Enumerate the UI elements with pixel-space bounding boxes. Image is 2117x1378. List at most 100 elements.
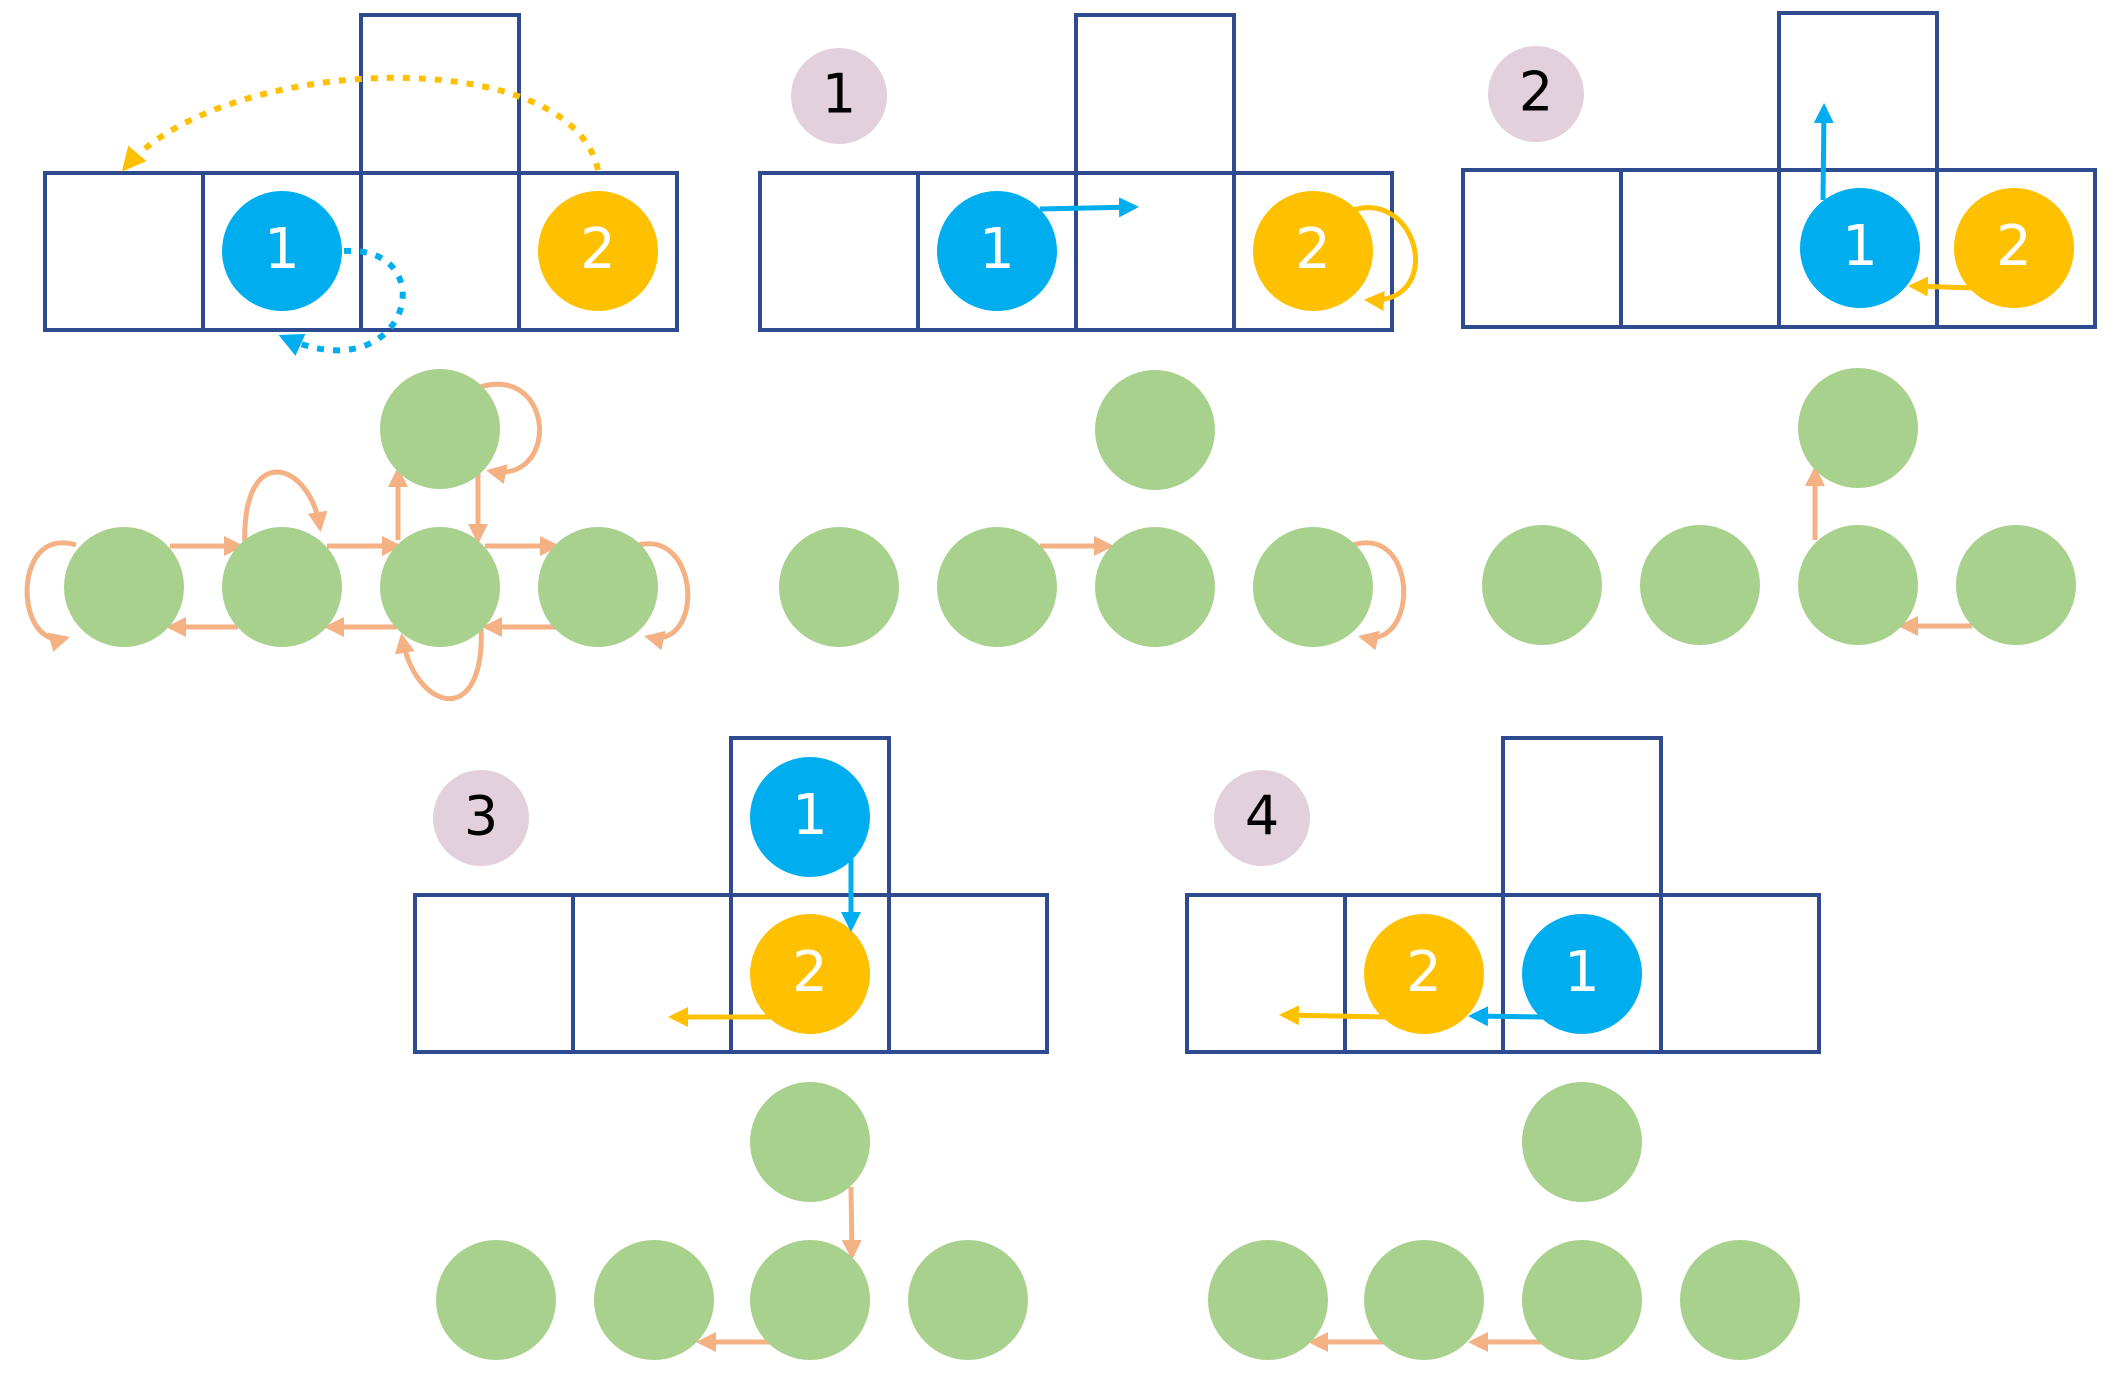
graph-node — [380, 527, 500, 647]
graph-node — [1798, 368, 1918, 488]
step-badge: 3 — [433, 770, 529, 866]
state-graph — [779, 370, 1407, 651]
step-number: 1 — [822, 63, 856, 126]
graph-node — [1253, 527, 1373, 647]
agent1-label: 1 — [264, 217, 300, 282]
graph-node — [1208, 1240, 1328, 1360]
agent1-label: 1 — [979, 217, 1015, 282]
agent2-label: 2 — [792, 940, 828, 1005]
graph-node — [538, 527, 658, 647]
graph-node — [750, 1082, 870, 1202]
grid-cell — [1501, 736, 1663, 897]
graph-node — [1680, 1240, 1800, 1360]
grid-cell — [1659, 893, 1821, 1054]
grid-cell — [887, 893, 1049, 1054]
agent1: 1 — [1800, 188, 1920, 308]
graph-node — [222, 527, 342, 647]
grid-cell — [571, 893, 733, 1054]
graph-node — [436, 1240, 556, 1360]
graph-node — [779, 527, 899, 647]
agent2: 2 — [538, 191, 658, 311]
grid — [413, 736, 1049, 1054]
grid-cell — [1185, 893, 1347, 1054]
grid-cell — [1074, 13, 1236, 175]
agent2-move-arrow — [1908, 276, 1976, 297]
graph-node — [750, 1240, 870, 1360]
graph-node — [908, 1240, 1028, 1360]
state-graph — [1208, 1082, 1800, 1360]
self-loop-edge — [394, 625, 484, 702]
agent2-label: 2 — [1406, 940, 1442, 1005]
agent2: 2 — [750, 914, 870, 1034]
graph-node — [594, 1240, 714, 1360]
agent1: 1 — [937, 191, 1057, 311]
agent2: 2 — [1364, 914, 1484, 1034]
overview-panel: 1 2 — [24, 13, 691, 702]
agent1-move-arrow — [1468, 1006, 1544, 1027]
graph-node — [1095, 370, 1215, 490]
agent1-label: 1 — [1564, 940, 1600, 1005]
state-graph — [24, 369, 691, 702]
graph-node — [64, 527, 184, 647]
grid-cell — [1461, 168, 1623, 329]
graph-node — [380, 369, 500, 489]
grid-cell — [1777, 11, 1939, 172]
grid — [1185, 736, 1821, 1054]
step-3-panel: 3 1 2 — [413, 736, 1049, 1360]
grid-cell — [43, 171, 205, 332]
grid-cell — [1935, 168, 2097, 329]
agent1: 1 — [750, 757, 870, 877]
step-number: 4 — [1245, 785, 1279, 848]
graph-node — [1798, 525, 1918, 645]
grid-cell — [359, 171, 521, 332]
state-graph — [436, 1082, 1028, 1360]
agent1: 1 — [1522, 914, 1642, 1034]
graph-node — [1522, 1240, 1642, 1360]
step-badge: 1 — [791, 48, 887, 144]
step-number: 3 — [464, 785, 498, 848]
grid-cell — [413, 893, 575, 1054]
graph-node — [1482, 525, 1602, 645]
agent1-wait-path — [278, 247, 406, 356]
self-loop-edge — [479, 382, 543, 484]
agent1-move-arrow — [1813, 103, 1834, 201]
step-badge: 4 — [1214, 770, 1310, 866]
grid-cell — [1074, 171, 1236, 332]
step-badge: 2 — [1488, 46, 1584, 142]
graph-node — [1522, 1082, 1642, 1202]
agent2-label: 2 — [1295, 217, 1331, 282]
step-4-panel: 4 2 1 — [1185, 736, 1821, 1360]
agent2-label: 2 — [1996, 214, 2032, 279]
graph-node — [1640, 525, 1760, 645]
step-2-panel: 2 1 2 — [1461, 11, 2097, 645]
agent1: 1 — [222, 191, 342, 311]
step-1-panel: 1 1 2 — [758, 13, 1418, 651]
agent1-move-arrow — [1039, 197, 1139, 218]
self-loop-edge — [1352, 540, 1407, 651]
grid — [1461, 11, 2097, 329]
grid-cell — [517, 171, 679, 332]
grid-cell — [1619, 168, 1781, 329]
grid-cell — [758, 171, 920, 332]
agent1-label: 1 — [792, 783, 828, 848]
agent2-wait-arrow — [1352, 205, 1418, 311]
grid — [758, 13, 1394, 332]
agent2-label: 2 — [580, 217, 616, 282]
graph-node — [937, 527, 1057, 647]
self-loop-edge — [637, 541, 691, 651]
agent2: 2 — [1954, 188, 2074, 308]
graph-node — [1364, 1240, 1484, 1360]
graph-node — [1095, 527, 1215, 647]
self-loop-edge — [24, 540, 77, 652]
graph-edge — [841, 1186, 862, 1260]
state-graph — [1482, 368, 2076, 645]
step-number: 2 — [1519, 61, 1553, 124]
grid-cell — [1232, 171, 1394, 332]
graph-node — [1956, 525, 2076, 645]
self-loop-edge — [242, 469, 328, 549]
agent2: 2 — [1253, 191, 1373, 311]
agent2-move-arrow — [1279, 1005, 1387, 1026]
agent1-label: 1 — [1842, 214, 1878, 279]
grid-cell — [359, 13, 521, 175]
